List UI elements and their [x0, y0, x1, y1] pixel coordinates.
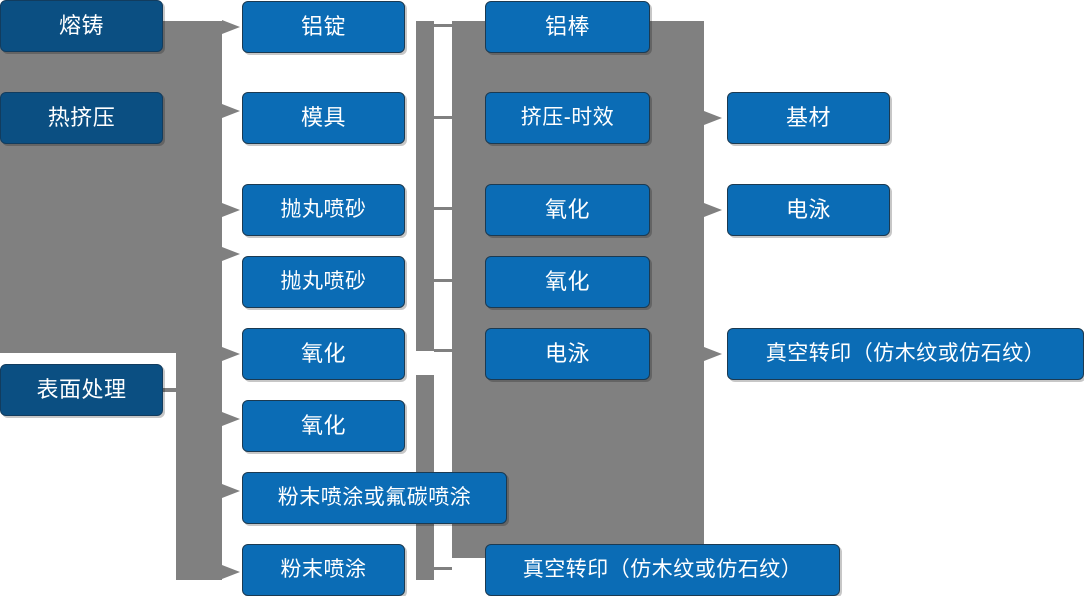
node-base-material[interactable]: 基材: [727, 92, 890, 144]
left-bus-arrow-7: [222, 484, 240, 498]
stage-melt-cast[interactable]: 熔铸: [0, 0, 163, 52]
node-powder-or-pvdf-coating[interactable]: 粉末喷涂或氟碳喷涂: [242, 472, 507, 524]
node-electrophoresis-2-label: 电泳: [785, 196, 831, 222]
left-bus-arrow-5: [222, 347, 240, 361]
left-bus-arrow-2: [222, 104, 240, 118]
right-bus-group: [704, 111, 722, 361]
middle-bus-left-rail-upper: [416, 21, 434, 351]
node-oxidation-2-label: 氧化: [300, 412, 346, 438]
node-electrophoresis-1-label: 电泳: [544, 340, 590, 366]
left-bus-arrow-1: [222, 20, 240, 34]
node-oxidation-4[interactable]: 氧化: [485, 256, 650, 308]
node-oxidation-4-label: 氧化: [544, 268, 590, 294]
node-electrophoresis-2[interactable]: 电泳: [727, 184, 890, 236]
right-arrow-vacuum-transfer: [704, 347, 722, 361]
stage-surface-treatment-label: 表面处理: [36, 376, 127, 402]
left-bus-arrow-8: [222, 565, 240, 579]
middle-bus-tie-2: [434, 116, 452, 119]
middle-bus-tie-6: [434, 567, 452, 570]
left-bus-lower-slab: [176, 353, 222, 580]
left-bus-arrow-6: [222, 412, 240, 426]
node-shot-blasting-1-label: 抛丸喷砂: [280, 198, 367, 222]
stage-hot-extrusion-label: 热挤压: [47, 104, 116, 130]
middle-bus-tie-4: [434, 279, 452, 282]
node-oxidation-2[interactable]: 氧化: [242, 400, 405, 452]
middle-bus-tie-1: [434, 24, 452, 27]
node-vacuum-transfer-label: 真空转印（仿木纹或仿石纹）: [765, 342, 1046, 366]
left-bus-upper-slab: [0, 21, 222, 353]
node-extrusion-aging[interactable]: 挤压-时效: [485, 92, 650, 144]
node-powder-coating-label: 粉末喷涂: [280, 558, 367, 582]
stage-melt-cast-label: 熔铸: [58, 12, 104, 38]
node-aluminum-bar[interactable]: 铝棒: [485, 1, 650, 53]
node-shot-blasting-2-label: 抛丸喷砂: [280, 270, 367, 294]
middle-bus-tie-3: [434, 207, 452, 210]
left-bus-arrow-4: [222, 247, 240, 261]
node-oxidation-3[interactable]: 氧化: [485, 184, 650, 236]
stage-hot-extrusion[interactable]: 热挤压: [0, 92, 163, 144]
node-vacuum-transfer-bottom-label: 真空转印（仿木纹或仿石纹）: [522, 558, 803, 582]
node-vacuum-transfer[interactable]: 真空转印（仿木纹或仿石纹）: [727, 328, 1084, 380]
node-oxidation-1-label: 氧化: [300, 340, 346, 366]
left-bus-arrow-3: [222, 203, 240, 217]
node-aluminum-bar-label: 铝棒: [544, 13, 590, 39]
stage-surface-treatment[interactable]: 表面处理: [0, 364, 163, 416]
left-bus-surface-stub: [162, 388, 184, 392]
node-oxidation-3-label: 氧化: [544, 196, 590, 222]
right-arrow-base-material: [704, 111, 722, 125]
right-arrow-electrophoresis: [704, 203, 722, 217]
left-bus-down-nub-1: [68, 70, 82, 84]
node-mold[interactable]: 模具: [242, 92, 405, 144]
node-extrusion-aging-label: 挤压-时效: [520, 106, 615, 130]
node-aluminum-ingot-label: 铝锭: [300, 13, 346, 39]
node-electrophoresis-1[interactable]: 电泳: [485, 328, 650, 380]
node-shot-blasting-2[interactable]: 抛丸喷砂: [242, 256, 405, 308]
node-vacuum-transfer-bottom[interactable]: 真空转印（仿木纹或仿石纹）: [485, 544, 840, 596]
node-base-material-label: 基材: [785, 104, 831, 130]
node-powder-coating[interactable]: 粉末喷涂: [242, 544, 405, 596]
node-shot-blasting-1[interactable]: 抛丸喷砂: [242, 184, 405, 236]
node-mold-label: 模具: [300, 104, 346, 130]
node-aluminum-ingot[interactable]: 铝锭: [242, 1, 405, 53]
node-oxidation-1[interactable]: 氧化: [242, 328, 405, 380]
left-bus-down-nub-2: [68, 336, 82, 350]
middle-bus-tie-5: [434, 349, 452, 352]
node-powder-or-pvdf-coating-label: 粉末喷涂或氟碳喷涂: [277, 486, 472, 510]
